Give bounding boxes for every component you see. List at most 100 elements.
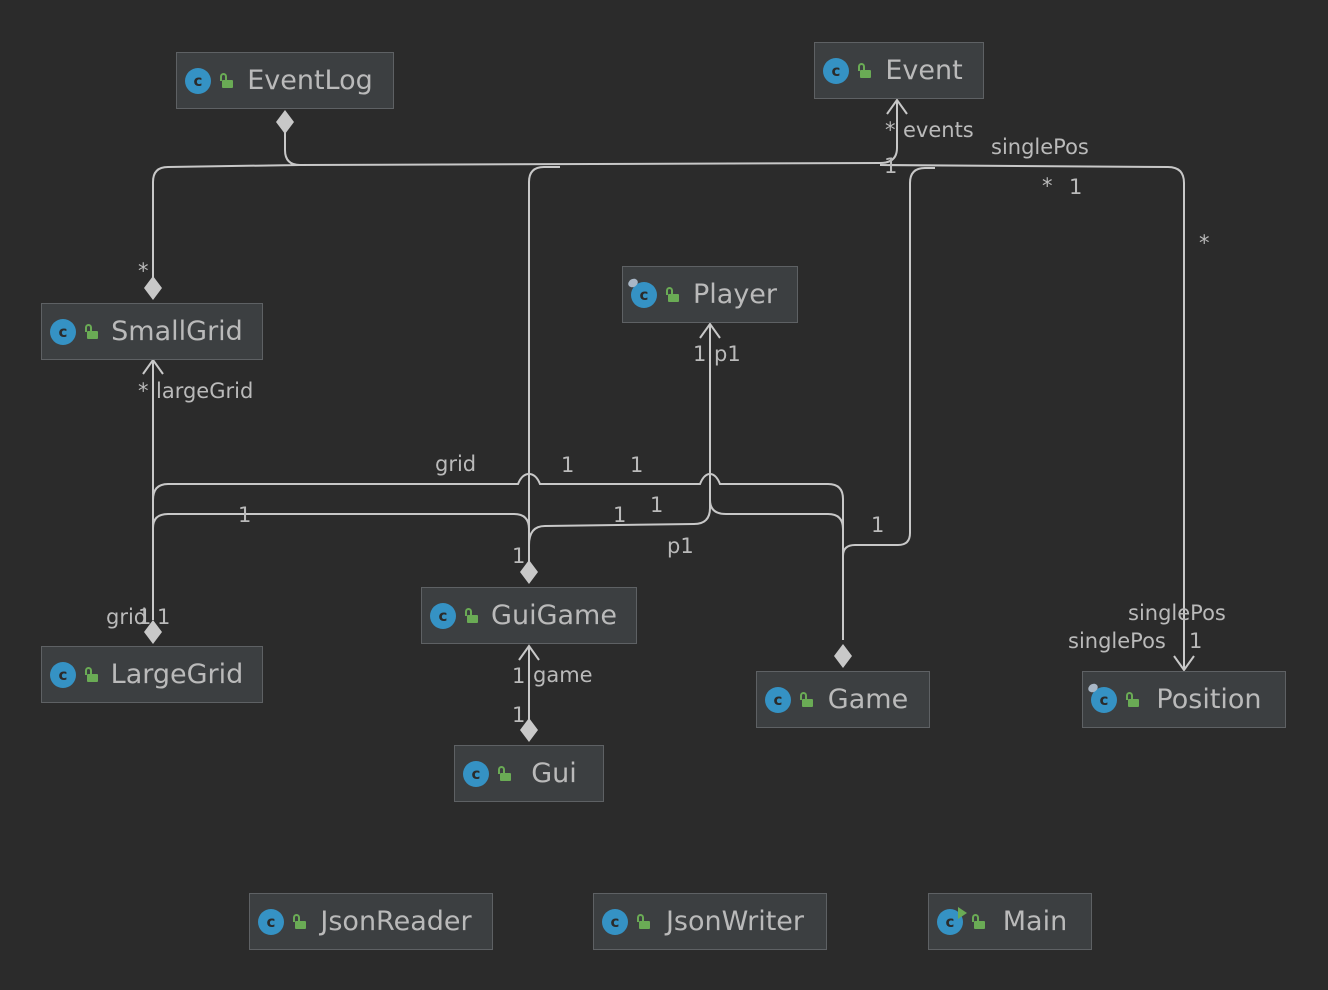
public-lock-icon (971, 913, 985, 930)
class-name: Gui (531, 758, 577, 789)
guigame-arrowhead (518, 644, 540, 661)
role-label: grid (435, 452, 477, 476)
role-label: p1 (714, 342, 741, 366)
role-label: singlePos (991, 135, 1089, 159)
class-name: Game (827, 684, 909, 715)
multiplicity-label: 1 (512, 703, 526, 727)
final-marker-icon (626, 276, 640, 289)
class-name: SmallGrid (111, 316, 243, 347)
role-label: p1 (667, 534, 694, 558)
game-diamond (834, 644, 852, 668)
class-icon: c (602, 908, 628, 935)
class-node-position[interactable]: c Position (1082, 671, 1286, 728)
class-icon: c (258, 908, 284, 935)
edge-player-guigame (528, 324, 711, 546)
class-name: JsonReader (320, 906, 472, 937)
class-node-guigame[interactable]: c GuiGame (421, 587, 637, 644)
public-lock-icon (219, 72, 233, 89)
multiplicity-label: * (1199, 231, 1210, 255)
public-lock-icon (292, 913, 306, 930)
role-label: game (533, 663, 593, 687)
multiplicity-label: * (1042, 174, 1053, 198)
final-marker-icon (1086, 681, 1100, 694)
class-node-smallgrid[interactable]: c SmallGrid (41, 303, 263, 360)
largegrid-diamond (144, 620, 162, 644)
class-name: Main (1002, 906, 1068, 937)
class-name: JsonWriter (665, 906, 805, 937)
class-name: LargeGrid (110, 659, 244, 690)
public-lock-icon (1125, 691, 1139, 708)
class-icon: c (430, 602, 456, 629)
smallgrid-diamond (144, 276, 162, 300)
edge-guigame-largegrid (152, 513, 530, 565)
multiplicity-label: 1 (650, 493, 664, 517)
multiplicity-label: 1 (512, 664, 526, 688)
public-lock-icon (464, 607, 478, 624)
event-arrowhead (886, 98, 908, 115)
position-arrowhead (1173, 655, 1195, 672)
final-class-icon: c (626, 276, 657, 308)
player-arrowhead (699, 322, 721, 339)
class-node-gui[interactable]: c Gui (454, 745, 604, 802)
public-lock-icon (497, 765, 511, 782)
edge-player-game (709, 499, 844, 560)
edge-singlepos-top (879, 164, 1185, 668)
role-label: grid (106, 605, 148, 629)
role-label: events (903, 118, 974, 142)
multiplicity-label: * (885, 118, 896, 142)
class-name: Position (1156, 684, 1262, 715)
runnable-class-icon: c (937, 906, 967, 935)
public-lock-icon (84, 323, 98, 340)
multiplicity-label: * (138, 379, 149, 403)
class-name: Event (885, 55, 963, 86)
multiplicity-label: 1 (238, 503, 252, 527)
class-icon: c (823, 57, 849, 84)
public-lock-icon (799, 691, 813, 708)
class-icon: c (765, 686, 791, 713)
public-lock-icon (636, 913, 650, 930)
smallgrid-arrowhead (142, 358, 164, 375)
class-name: Player (692, 279, 778, 310)
edge-game-top (842, 167, 935, 640)
class-node-game[interactable]: c Game (756, 671, 930, 728)
gui-diamond (520, 718, 538, 742)
multiplicity-label: 1 (884, 154, 898, 178)
multiplicity-label: * (138, 259, 149, 283)
multiplicity-label: 1 (512, 544, 526, 568)
public-lock-icon (665, 286, 679, 303)
multiplicity-label: 1 (1069, 175, 1083, 199)
final-class-icon: c (1086, 681, 1117, 713)
class-node-event[interactable]: c Event (814, 42, 984, 99)
guigame-diamond (520, 560, 538, 584)
public-lock-icon (857, 62, 871, 79)
public-lock-icon (84, 666, 98, 683)
class-name: EventLog (247, 65, 373, 96)
edge-grid-line (152, 472, 844, 640)
edge-eventlog-smallgrid (152, 132, 301, 278)
class-icon: c (185, 67, 211, 94)
multiplicity-label: 1 (157, 605, 171, 629)
edge-guigame-top (528, 166, 560, 565)
multiplicity-label: 1 (630, 453, 644, 477)
class-node-largegrid[interactable]: c LargeGrid (41, 646, 263, 703)
multiplicity-label: 1 (693, 342, 707, 366)
run-marker-icon (958, 906, 967, 919)
eventlog-diamond (276, 110, 294, 134)
multiplicity-label: 1 (613, 503, 627, 527)
class-name: GuiGame (491, 600, 617, 631)
role-label: singlePos (1128, 601, 1226, 625)
edge-eventlog-events (299, 100, 898, 166)
class-node-jsonwriter[interactable]: c JsonWriter (593, 893, 827, 950)
class-icon: c (50, 318, 76, 345)
multiplicity-label: 1 (561, 453, 575, 477)
class-node-main[interactable]: c Main (928, 893, 1092, 950)
multiplicity-label: 1 (1189, 629, 1203, 653)
class-node-player[interactable]: c Player (622, 266, 798, 323)
role-label: largeGrid (156, 379, 254, 403)
class-node-jsonreader[interactable]: c JsonReader (249, 893, 493, 950)
class-node-eventlog[interactable]: c EventLog (176, 52, 394, 109)
multiplicity-label: 1 (138, 605, 152, 629)
multiplicity-label: 1 (871, 513, 885, 537)
class-icon: c (463, 760, 489, 787)
